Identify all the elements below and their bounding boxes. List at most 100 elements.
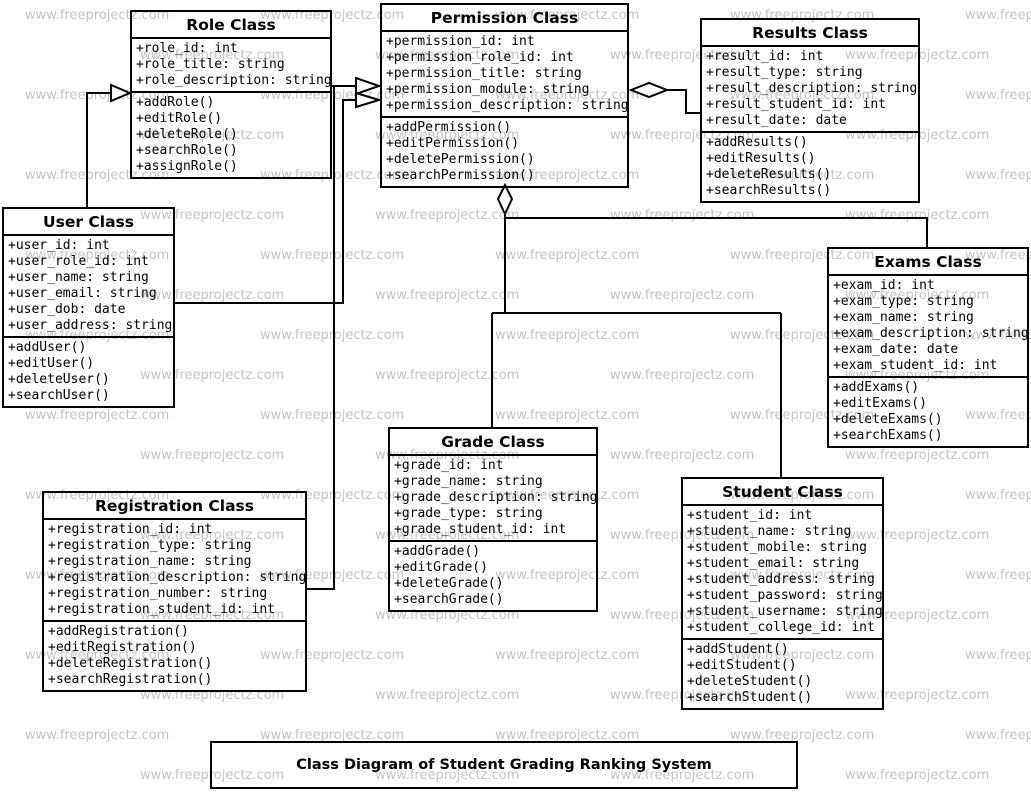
class-title: Permission Class bbox=[382, 5, 627, 32]
attribute: +student_mobile: string bbox=[687, 540, 868, 555]
method: +addExams() bbox=[833, 380, 920, 395]
method: +searchExams() bbox=[833, 428, 943, 443]
method: +addStudent() bbox=[687, 642, 789, 657]
method: +editPermission() bbox=[386, 136, 520, 151]
class-box-permission[interactable]: Permission Class +permission_id: int+per… bbox=[380, 3, 629, 188]
attribute: +registration_student_id: int bbox=[48, 602, 275, 617]
method: +searchUser() bbox=[8, 388, 110, 403]
attribute: +grade_name: string bbox=[394, 474, 543, 489]
class-methods: +addRole()+editRole()+deleteRole()+searc… bbox=[132, 93, 330, 177]
method: +searchStudent() bbox=[687, 690, 813, 705]
class-title: User Class bbox=[4, 209, 173, 236]
attribute: +result_id: int bbox=[706, 49, 824, 64]
class-methods: +addRegistration()+editRegistration()+de… bbox=[44, 622, 305, 690]
class-title: Grade Class bbox=[390, 429, 596, 456]
method: +editRegistration() bbox=[48, 640, 197, 655]
attribute: +result_description: string bbox=[706, 81, 918, 96]
class-box-exams[interactable]: Exams Class +exam_id: int+exam_type: str… bbox=[827, 247, 1029, 448]
class-methods: +addUser()+editUser()+deleteUser()+searc… bbox=[4, 338, 173, 406]
diagram-caption: Class Diagram of Student Grading Ranking… bbox=[296, 757, 712, 773]
method: +editExams() bbox=[833, 396, 927, 411]
class-attributes: +student_id: int+student_name: string+st… bbox=[683, 506, 883, 640]
method: +searchPermission() bbox=[386, 168, 535, 183]
class-box-role[interactable]: Role Class +role_id: int+role_title: str… bbox=[130, 10, 332, 179]
class-methods: +addPermission()+editPermission()+delete… bbox=[382, 118, 627, 186]
class-title: Results Class bbox=[702, 20, 918, 47]
attribute: +registration_name: string bbox=[48, 554, 252, 569]
class-title: Exams Class bbox=[829, 249, 1027, 276]
method: +editGrade() bbox=[394, 560, 488, 575]
attribute: +registration_number: string bbox=[48, 586, 268, 601]
attribute: +student_id: int bbox=[687, 508, 813, 523]
method: +deleteUser() bbox=[8, 372, 110, 387]
diagram-caption-box: Class Diagram of Student Grading Ranking… bbox=[210, 741, 798, 789]
method: +deleteRole() bbox=[136, 127, 238, 142]
class-attributes: +grade_id: int+grade_name: string+grade_… bbox=[390, 456, 598, 542]
attribute: +student_college_id: int bbox=[687, 620, 875, 635]
connector-permission-to-exams bbox=[505, 217, 928, 247]
method: +editStudent() bbox=[687, 658, 797, 673]
method: +addGrade() bbox=[394, 544, 481, 559]
attribute: +student_name: string bbox=[687, 524, 852, 539]
attribute: +exam_student_id: int bbox=[833, 358, 998, 373]
class-box-grade[interactable]: Grade Class +grade_id: int+grade_name: s… bbox=[388, 427, 598, 612]
connector-permission-trunk bbox=[491, 182, 928, 477]
method: +deletePermission() bbox=[386, 152, 535, 167]
attribute: +student_email: string bbox=[687, 556, 860, 571]
attribute: +student_username: string bbox=[687, 604, 883, 619]
attribute: +role_title: string bbox=[136, 57, 285, 72]
attribute: +registration_type: string bbox=[48, 538, 252, 553]
attribute: +permission_role_id: int bbox=[386, 50, 574, 65]
attribute: +exam_id: int bbox=[833, 278, 935, 293]
attribute: +student_password: string bbox=[687, 588, 883, 603]
class-box-registration[interactable]: Registration Class +registration_id: int… bbox=[42, 491, 307, 692]
attribute: +exam_type: string bbox=[833, 294, 974, 309]
class-title: Registration Class bbox=[44, 493, 305, 520]
class-box-results[interactable]: Results Class +result_id: int+result_typ… bbox=[700, 18, 920, 203]
attribute: +permission_module: string bbox=[386, 82, 590, 97]
attribute: +result_type: string bbox=[706, 65, 863, 80]
class-title: Student Class bbox=[683, 479, 882, 506]
class-methods: +addResults()+editResults()+deleteResult… bbox=[702, 133, 918, 201]
class-attributes: +result_id: int+result_type: string+resu… bbox=[702, 47, 918, 133]
attribute: +registration_description: string bbox=[48, 570, 307, 585]
method: +addPermission() bbox=[386, 120, 512, 135]
method: +addRole() bbox=[136, 95, 215, 110]
connector-role-to-permission bbox=[332, 76, 383, 96]
attribute: +exam_name: string bbox=[833, 310, 974, 325]
method: +searchRole() bbox=[136, 143, 238, 158]
method: +addUser() bbox=[8, 340, 87, 355]
method: +editUser() bbox=[8, 356, 95, 371]
class-box-user[interactable]: User Class +user_id: int+user_role_id: i… bbox=[2, 207, 175, 408]
class-methods: +addGrade()+editGrade()+deleteGrade()+se… bbox=[390, 542, 596, 610]
method: +deleteGrade() bbox=[394, 576, 504, 591]
attribute: +permission_description: string bbox=[386, 98, 629, 113]
attribute: +exam_date: date bbox=[833, 342, 959, 357]
method: +addResults() bbox=[706, 135, 808, 150]
attribute: +user_dob: date bbox=[8, 302, 126, 317]
attribute: +grade_student_id: int bbox=[394, 522, 567, 537]
class-methods: +addStudent()+editStudent()+deleteStuden… bbox=[683, 640, 882, 708]
attribute: +role_id: int bbox=[136, 41, 238, 56]
attribute: +user_email: string bbox=[8, 286, 157, 301]
class-attributes: +permission_id: int+permission_role_id: … bbox=[382, 32, 629, 118]
attribute: +role_description: string bbox=[136, 73, 332, 88]
class-box-student[interactable]: Student Class +student_id: int+student_n… bbox=[681, 477, 884, 710]
method: +searchResults() bbox=[706, 183, 832, 198]
class-title: Role Class bbox=[132, 12, 330, 39]
method: +deleteExams() bbox=[833, 412, 943, 427]
attribute: +permission_id: int bbox=[386, 34, 535, 49]
method: +deleteResults() bbox=[706, 167, 832, 182]
attribute: +grade_type: string bbox=[394, 506, 543, 521]
connector-registration-to-permission bbox=[307, 86, 335, 590]
class-attributes: +role_id: int+role_title: string+role_de… bbox=[132, 39, 332, 93]
connector-user-to-permission bbox=[175, 91, 383, 304]
attribute: +result_student_id: int bbox=[706, 97, 887, 112]
attribute: +grade_description: string bbox=[394, 490, 598, 505]
method: +editResults() bbox=[706, 151, 816, 166]
method: +searchRegistration() bbox=[48, 672, 213, 687]
attribute: +user_name: string bbox=[8, 270, 149, 285]
method: +addRegistration() bbox=[48, 624, 189, 639]
